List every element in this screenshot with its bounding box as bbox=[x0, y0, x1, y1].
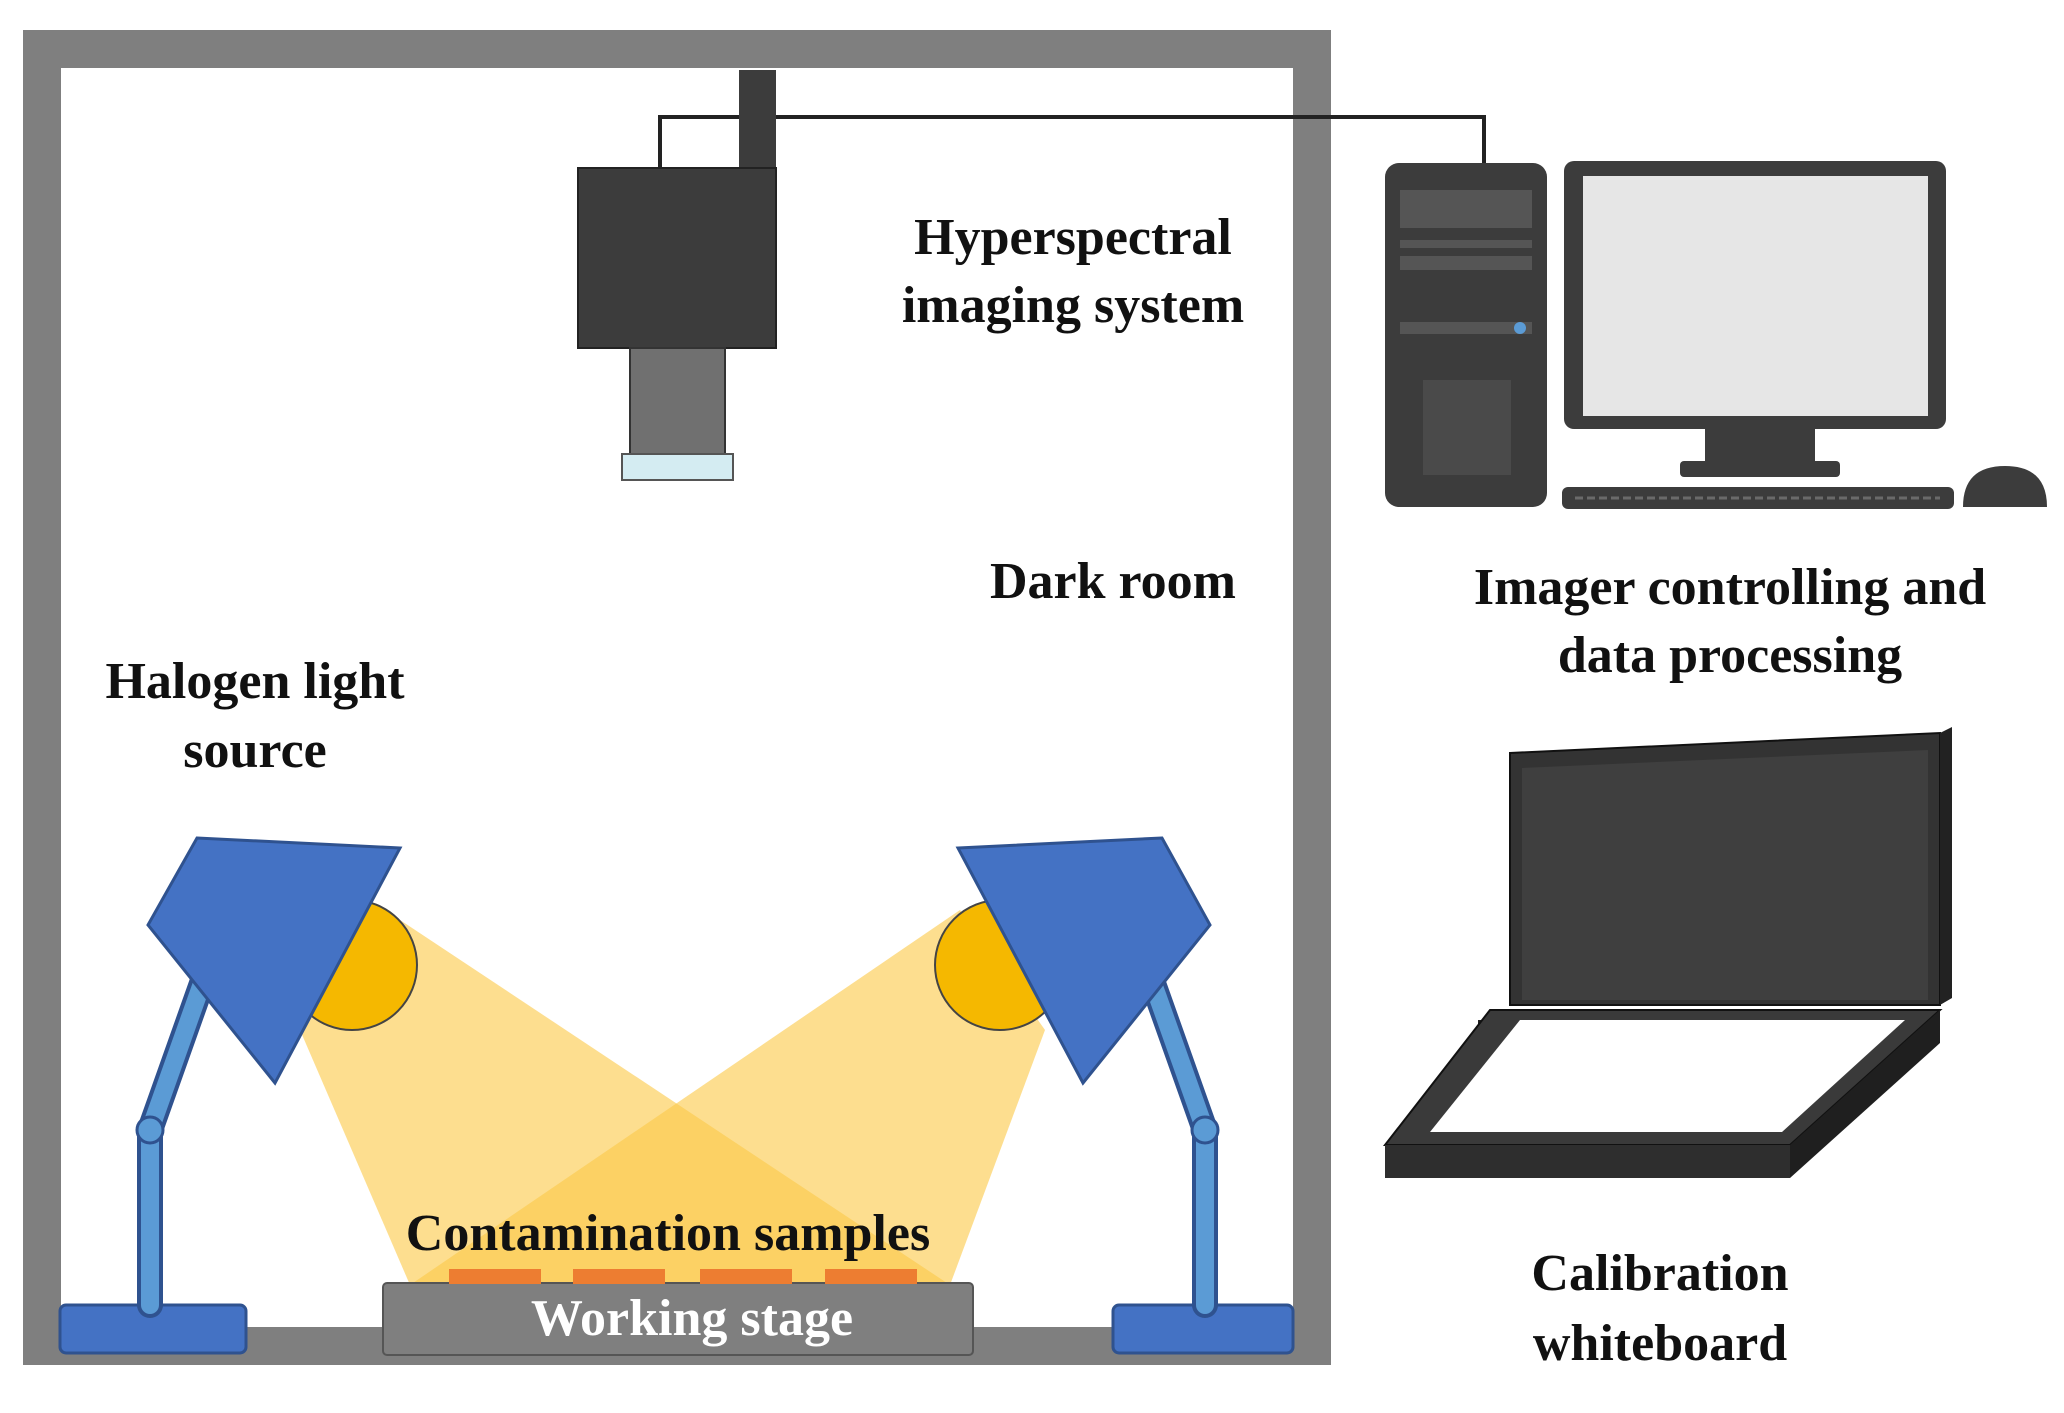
sample-strip bbox=[573, 1269, 665, 1284]
computer-label-line1: Imager controlling and bbox=[1474, 559, 1986, 616]
samples-label: Contamination samples bbox=[406, 1205, 930, 1262]
camera-cable bbox=[658, 115, 1486, 167]
whiteboard-label-line1: Calibration bbox=[1531, 1245, 1788, 1302]
light-beams bbox=[300, 910, 1045, 1285]
camera-mount-rod bbox=[739, 70, 776, 170]
hyperspectral-label-line2: imaging system bbox=[902, 277, 1244, 334]
sample-strip bbox=[825, 1269, 917, 1284]
hyperspectral-label-line1: Hyperspectral bbox=[914, 209, 1232, 266]
halogen-label-line2: source bbox=[183, 722, 326, 779]
computer-label-line2: data processing bbox=[1558, 627, 1902, 684]
monitor-screen bbox=[1583, 176, 1928, 416]
left-halogen-lamp-icon bbox=[58, 836, 418, 1355]
computer-tower-icon bbox=[1385, 163, 1547, 507]
working-stage-label: Working stage bbox=[531, 1290, 853, 1347]
hyperspectral-camera-icon bbox=[577, 167, 777, 481]
mouse-icon bbox=[1963, 466, 2047, 507]
dark-room-label: Dark room bbox=[990, 553, 1236, 610]
halogen-label-line1: Halogen light bbox=[105, 653, 405, 710]
contamination-samples bbox=[449, 1269, 917, 1284]
right-light-beam bbox=[410, 910, 1045, 1285]
calibration-whiteboard-icon bbox=[1382, 727, 1952, 1178]
keyboard-icon bbox=[1562, 487, 1954, 509]
sample-strip bbox=[449, 1269, 541, 1284]
working-stage bbox=[382, 1282, 974, 1356]
right-halogen-lamp-icon bbox=[934, 836, 1295, 1355]
monitor-icon bbox=[1564, 161, 1946, 477]
whiteboard-label-line2: whiteboard bbox=[1533, 1315, 1787, 1372]
whiteboard-surface bbox=[1430, 1020, 1905, 1132]
sample-strip bbox=[700, 1269, 792, 1284]
